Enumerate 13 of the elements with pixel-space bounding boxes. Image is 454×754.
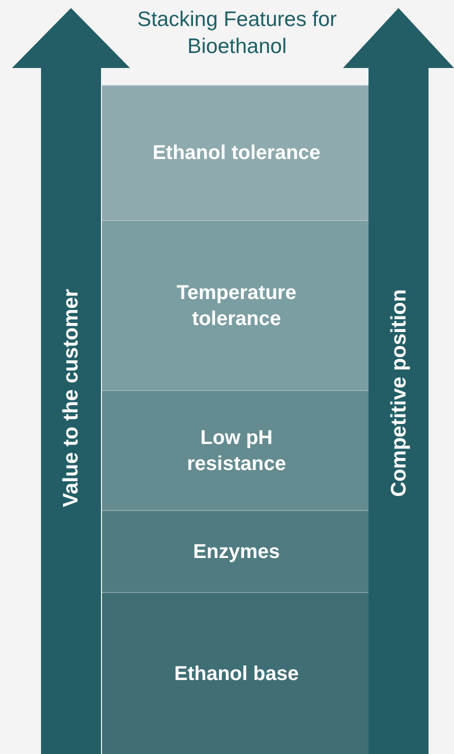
- stack-layer: [102, 390, 371, 510]
- axis-label: Competitive position: [386, 289, 411, 497]
- stack-layer: [102, 220, 371, 390]
- layer-label: Enzymes: [192, 540, 281, 564]
- layer-label: Temperature tolerance: [176, 280, 298, 332]
- stack-layer: [102, 592, 371, 754]
- layer-label: Ethanol tolerance: [152, 141, 322, 166]
- title: Stacking Features for Bioethanol: [136, 7, 338, 60]
- stack-layer: [102, 510, 371, 592]
- stack-layer: [102, 85, 371, 220]
- axis-label: Value to the customer: [58, 288, 84, 508]
- layer-label: Ethanol base: [173, 662, 300, 686]
- layer-label: Low pH resistance: [186, 426, 287, 476]
